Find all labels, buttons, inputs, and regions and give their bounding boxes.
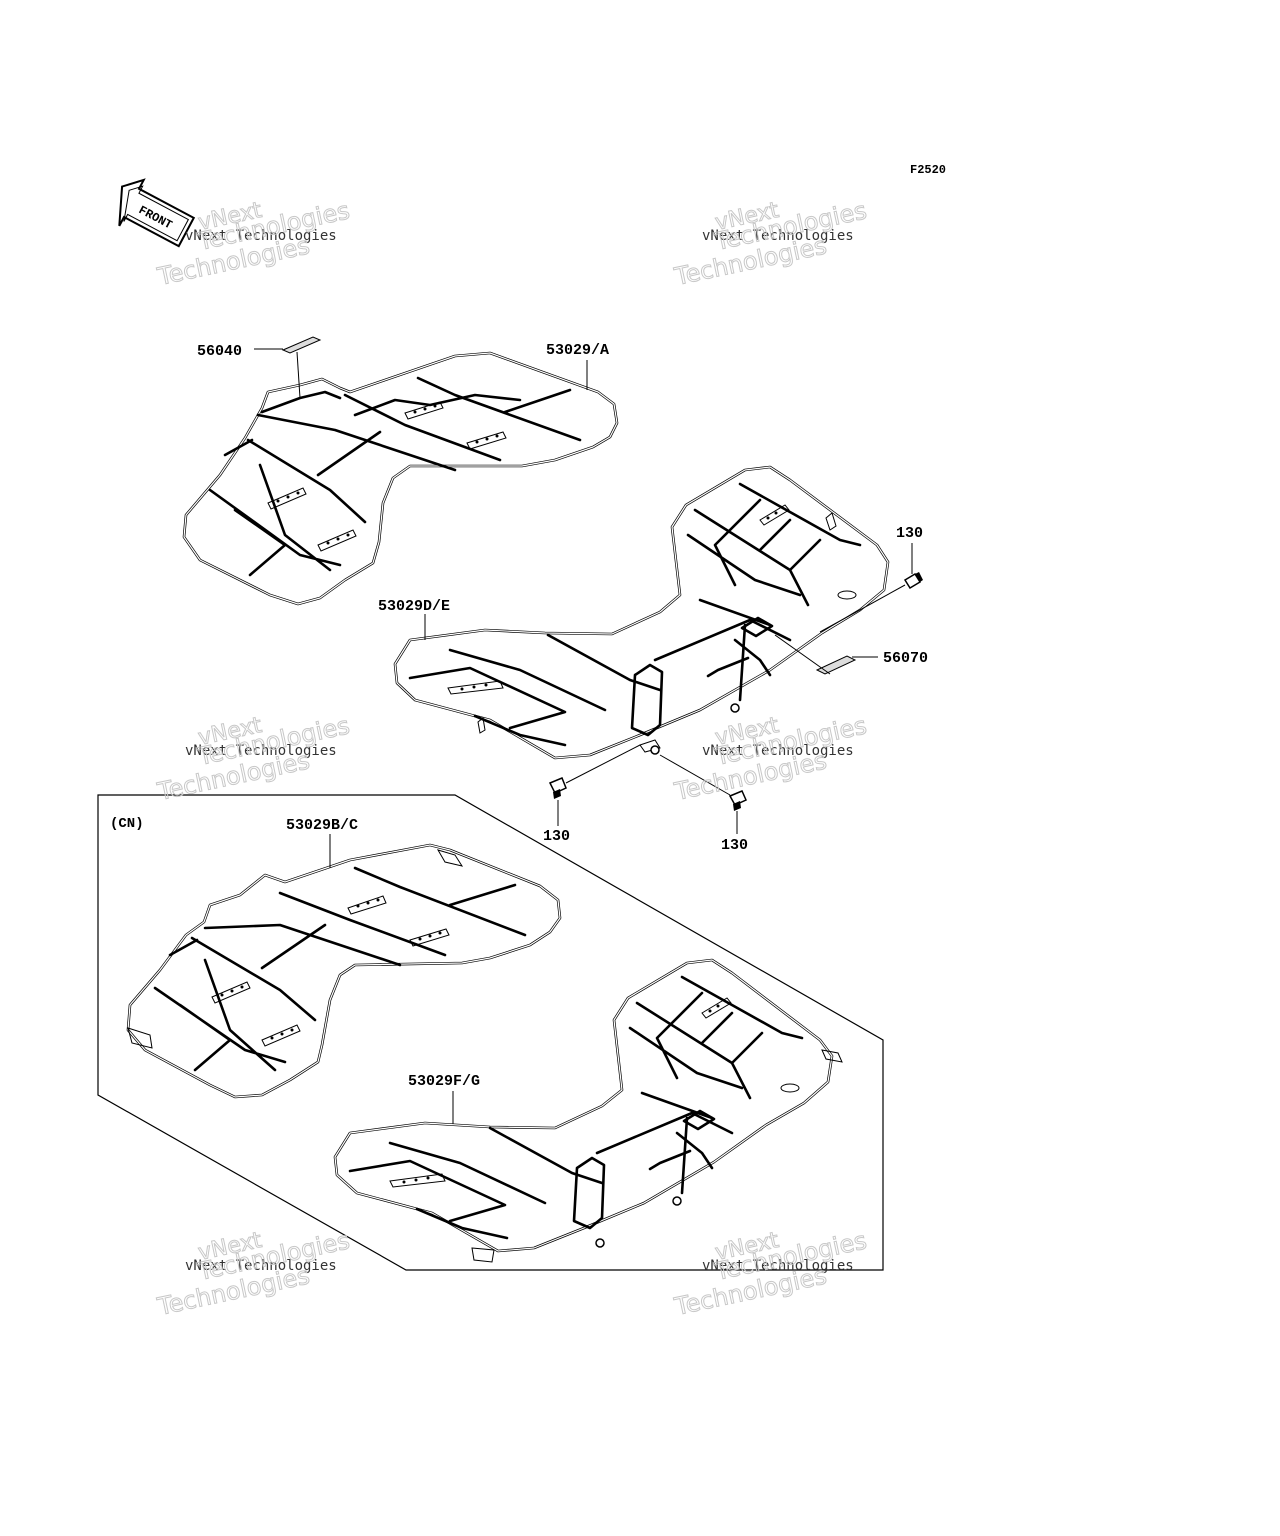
callout-53029DE: 53029D/E (378, 598, 450, 615)
watermark-top-left: vNext Technologies vNext Technologies Te… (154, 196, 353, 292)
rear-carrier-53029DE (393, 465, 890, 760)
svg-text:vNext Technologies: vNext Technologies (185, 1258, 337, 1274)
bolt-130-bottom-left-icon (548, 777, 567, 799)
svg-text:vNext Technologies: vNext Technologies (185, 228, 337, 244)
front-arrow-icon: FRONT (118, 178, 196, 248)
cn-region-label: (CN) (110, 816, 144, 832)
callout-53029A: 53029/A (546, 342, 609, 359)
watermark-top-right: vNext Technologies vNext Technologies Te… (671, 196, 870, 292)
svg-text:vNext Technologies: vNext Technologies (702, 743, 854, 759)
callout-130-bottom-left: 130 (543, 828, 570, 845)
front-carrier-53029BC (126, 843, 562, 1099)
callout-53029BC: 53029B/C (286, 817, 358, 834)
cn-variant-box (97, 794, 884, 1271)
watermark-bottom-left: vNext Technologies vNext Technologies Te… (154, 1226, 353, 1322)
watermark-bottom-right: vNext Technologies vNext Technologies Te… (671, 1226, 870, 1322)
rear-carrier-53029FG (333, 958, 843, 1263)
bolt-130-bottom-mid-icon (728, 790, 747, 811)
callout-56070: 56070 (883, 650, 928, 667)
watermark-mid-right: vNext Technologies vNext Technologies Te… (671, 711, 870, 807)
svg-text:vNext Technologies: vNext Technologies (702, 228, 854, 244)
decal-56040-icon (281, 336, 322, 354)
svg-text:vNext Technologies: vNext Technologies (702, 1258, 854, 1274)
callout-56040: 56040 (197, 343, 242, 360)
callout-130-bottom-mid: 130 (721, 837, 748, 854)
callout-130-top-right: 130 (896, 525, 923, 542)
bolt-130-top-right-icon (903, 572, 923, 590)
watermark-mid-left: vNext Technologies vNext Technologies Te… (154, 711, 353, 807)
front-carrier-53029A (182, 351, 619, 606)
decal-56070-icon (815, 655, 857, 675)
callout-53029FG: 53029F/G (408, 1073, 480, 1090)
figure-code: F2520 (910, 163, 946, 177)
svg-text:vNext Technologies: vNext Technologies (185, 743, 337, 759)
